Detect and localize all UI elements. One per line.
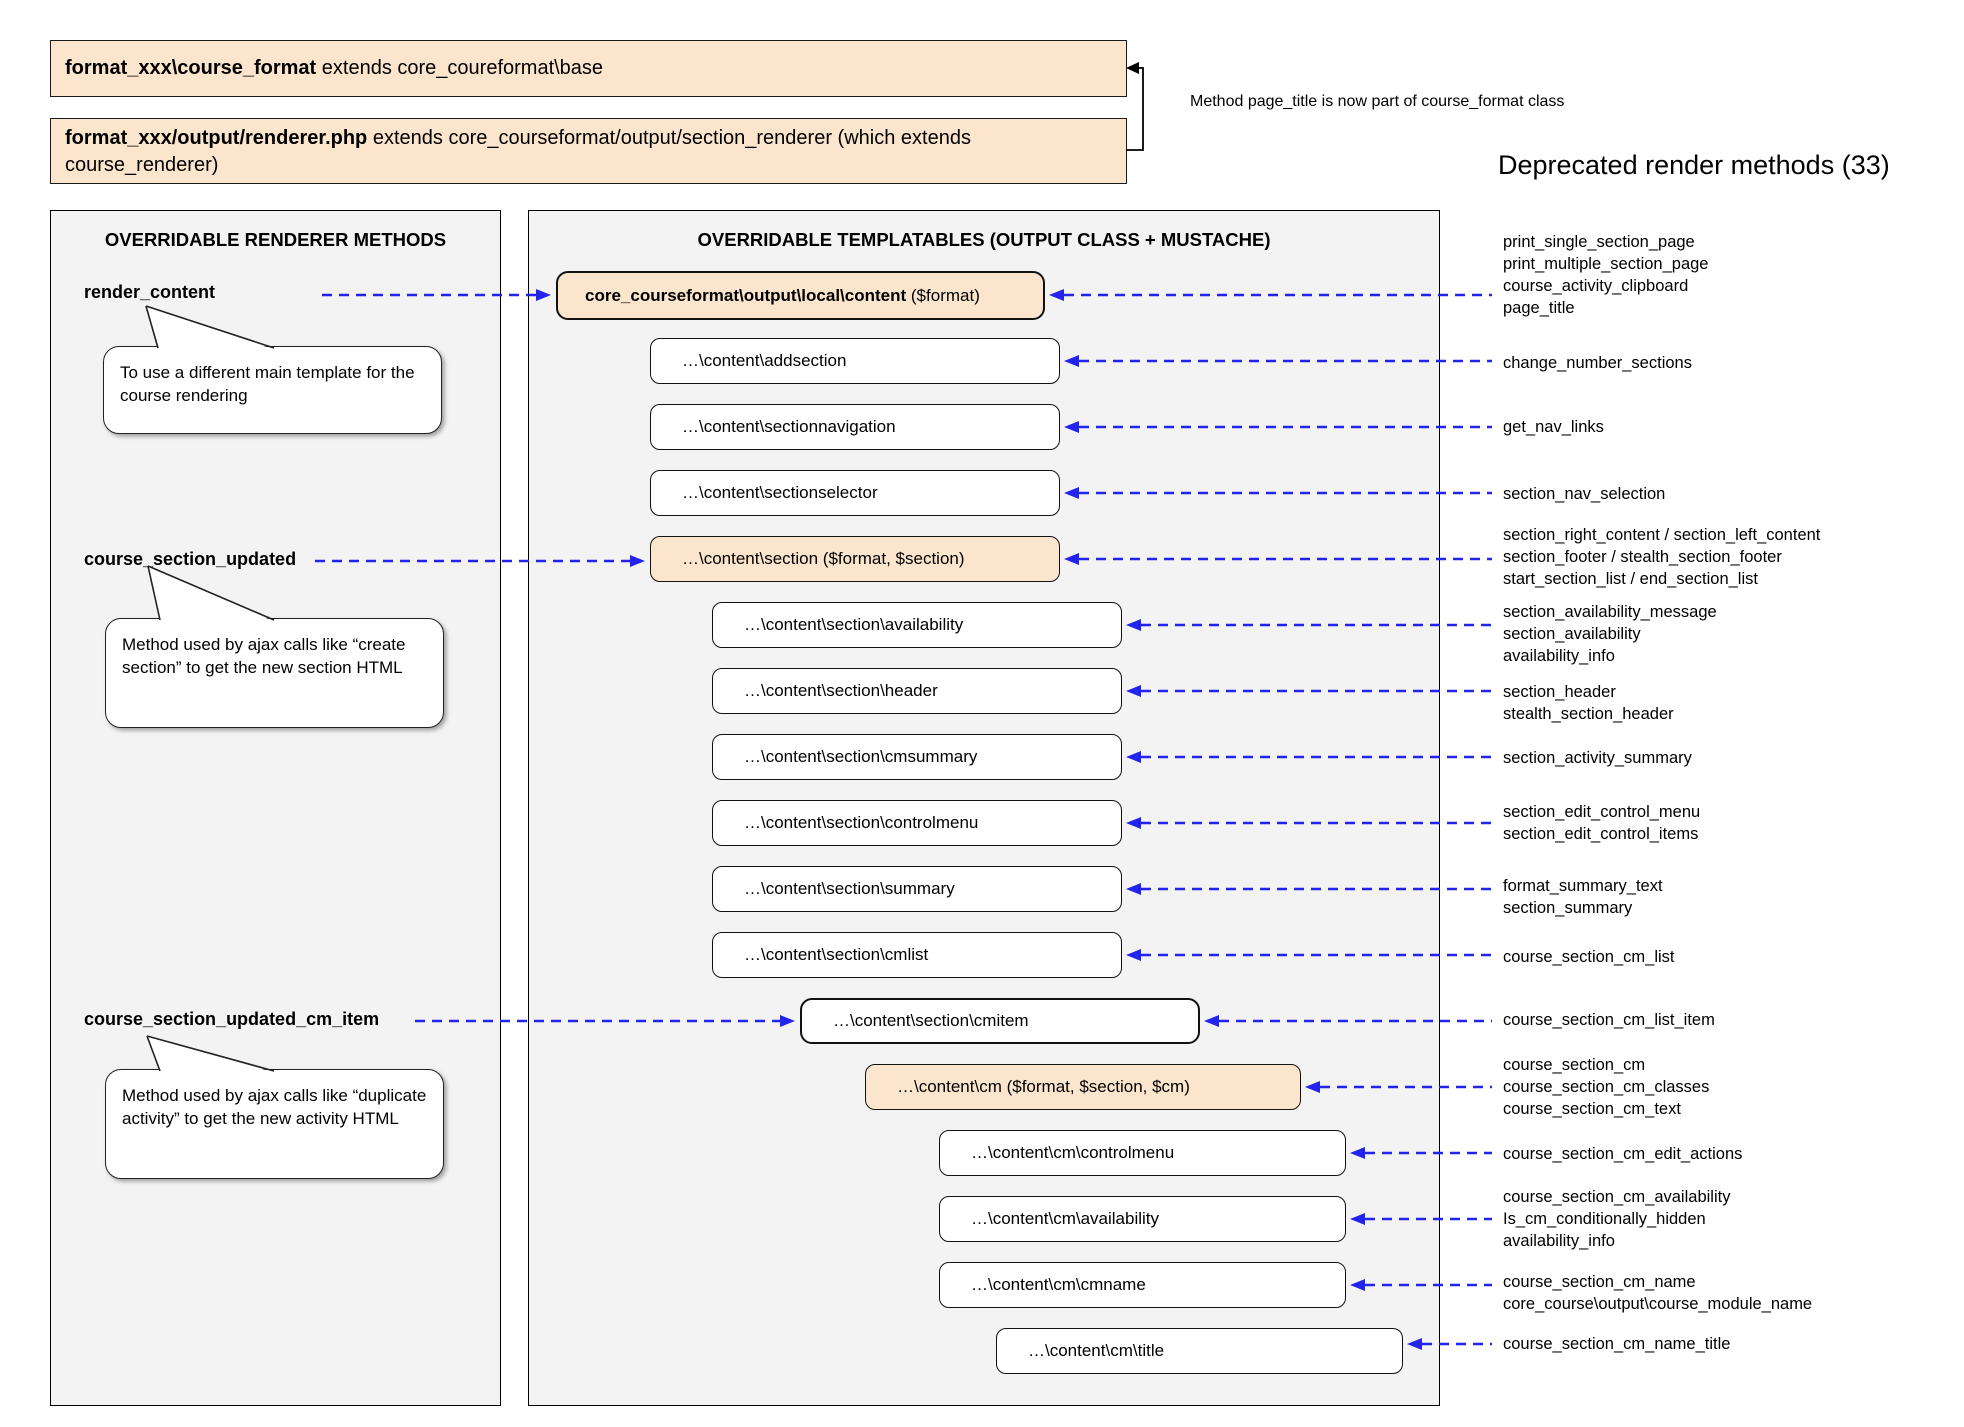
deprecated-group-content: print_single_section_page print_multiple… <box>1503 231 1708 319</box>
deprecated-group-addsection: change_number_sections <box>1503 352 1692 374</box>
deprecated-method: section_header <box>1503 683 1616 701</box>
deprecated-method: format_summary_text <box>1503 877 1663 895</box>
deprecated-group-cm-name: course_section_cm_name core_course\outpu… <box>1503 1271 1812 1315</box>
deprecated-method: start_section_list / end_section_list <box>1503 570 1758 588</box>
templatable-cm: …\content\cm ($format, $section, $cm) <box>865 1064 1301 1110</box>
deprecated-group-cm: course_section_cm course_section_cm_clas… <box>1503 1054 1709 1120</box>
deprecated-group-sectionselector: section_nav_selection <box>1503 483 1665 505</box>
templatable-sectionselector: …\content\sectionselector <box>650 470 1060 516</box>
templatables-panel-title: OVERRIDABLE TEMPLATABLES (OUTPUT CLASS +… <box>697 229 1271 250</box>
deprecated-method: section_right_content / section_left_con… <box>1503 526 1821 544</box>
templatable-content-args: ($format) <box>906 285 980 305</box>
deprecated-method: course_section_cm_edit_actions <box>1503 1145 1743 1163</box>
deprecated-group-cm-availability: course_section_cm_availability Is_cm_con… <box>1503 1186 1730 1252</box>
class-box-renderer: format_xxx/output/renderer.php extends c… <box>50 118 1127 184</box>
class-box-rest-text: extends core_coureformat\base <box>316 57 604 79</box>
templatable-cm-availability: …\content\cm\availability <box>939 1196 1346 1242</box>
deprecated-method: section_edit_control_items <box>1503 825 1699 843</box>
deprecated-method: section_availability_message <box>1503 603 1717 621</box>
deprecated-group-controlmenu: section_edit_control_menu section_edit_c… <box>1503 801 1700 845</box>
class-box-bold-text: format_xxx\course_format <box>65 57 317 79</box>
deprecated-methods-title: Deprecated render methods (33) <box>1498 150 1890 180</box>
templatable-section-cmsummary: …\content\section\cmsummary <box>712 734 1122 780</box>
deprecated-method: course_section_cm <box>1503 1056 1646 1074</box>
deprecated-method: section_footer / stealth_section_footer <box>1503 548 1782 566</box>
deprecated-group-cmitem: course_section_cm_list_item <box>1503 1009 1715 1031</box>
deprecated-method: get_nav_links <box>1503 418 1604 436</box>
class-box-rest-text: extends core_courseformat/output/section… <box>65 127 971 176</box>
deprecated-method: section_availability <box>1503 625 1641 643</box>
deprecated-method: Is_cm_conditionally_hidden <box>1503 1210 1706 1228</box>
templatable-section-summary: …\content\section\summary <box>712 866 1122 912</box>
templatable-section-header: …\content\section\header <box>712 668 1122 714</box>
templatable-section: …\content\section ($format, $section) <box>650 536 1060 582</box>
deprecated-group-cmlist: course_section_cm_list <box>1503 946 1675 968</box>
callout-render-content: To use a different main template for the… <box>103 346 442 434</box>
method-course-section-updated-cm-item: course_section_updated_cm_item <box>84 1009 380 1029</box>
callout-course-section-updated-cm-item: Method used by ajax calls like “duplicat… <box>105 1069 444 1179</box>
deprecated-method: course_section_cm_text <box>1503 1100 1681 1118</box>
templatable-addsection: …\content\addsection <box>650 338 1060 384</box>
deprecated-method: change_number_sections <box>1503 354 1692 372</box>
class-box-course-format: format_xxx\course_format extends core_co… <box>50 40 1127 97</box>
deprecated-method: section_summary <box>1503 899 1633 917</box>
deprecated-group-summary: format_summary_text section_summary <box>1503 875 1663 919</box>
deprecated-method: availability_info <box>1503 647 1615 665</box>
deprecated-method: print_multiple_section_page <box>1503 255 1709 273</box>
deprecated-method: course_section_cm_classes <box>1503 1078 1710 1096</box>
class-box-bold-text: format_xxx/output/renderer.php <box>65 127 368 149</box>
deprecated-method: course_section_cm_name <box>1503 1273 1696 1291</box>
deprecated-group-section-header: section_header stealth_section_header <box>1503 681 1674 725</box>
deprecated-method: course_section_cm_list <box>1503 948 1675 966</box>
method-course-section-updated: course_section_updated <box>84 549 297 569</box>
templatable-sectionnavigation: …\content\sectionnavigation <box>650 404 1060 450</box>
deprecated-group-cm-title: course_section_cm_name_title <box>1503 1333 1730 1355</box>
templatable-section-cmitem: …\content\section\cmitem <box>800 998 1200 1044</box>
templatable-cm-title: …\content\cm\title <box>996 1328 1403 1374</box>
templatable-content-bold: core_courseformat\output\local\content <box>585 285 907 305</box>
callout-course-section-updated: Method used by ajax calls like “create s… <box>105 618 444 728</box>
deprecated-method: core_course\output\course_module_name <box>1503 1295 1813 1313</box>
page-title-note: Method page_title is now part of course_… <box>1190 93 1565 110</box>
deprecated-method: print_single_section_page <box>1503 233 1695 251</box>
bracket-connector <box>1126 62 1144 151</box>
deprecated-method: course_section_cm_availability <box>1503 1188 1731 1206</box>
deprecated-method: course_section_cm_list_item <box>1503 1011 1715 1029</box>
deprecated-group-cm-controlmenu: course_section_cm_edit_actions <box>1503 1143 1742 1165</box>
deprecated-method: course_section_cm_name_title <box>1503 1335 1731 1353</box>
deprecated-method: section_edit_control_menu <box>1503 803 1701 821</box>
method-render-content: render_content <box>84 282 216 302</box>
renderer-methods-panel-title: OVERRIDABLE RENDERER METHODS <box>104 229 447 250</box>
deprecated-method: page_title <box>1503 299 1575 317</box>
templatable-section-availability: …\content\section\availability <box>712 602 1122 648</box>
deprecated-method: course_activity_clipboard <box>1503 277 1689 295</box>
templatable-cm-cmname: …\content\cm\cmname <box>939 1262 1346 1308</box>
deprecated-method: section_activity_summary <box>1503 749 1692 767</box>
templatable-cm-controlmenu: …\content\cm\controlmenu <box>939 1130 1346 1176</box>
templatable-content: core_courseformat\output\local\content (… <box>556 271 1045 320</box>
templatable-section-cmlist: …\content\section\cmlist <box>712 932 1122 978</box>
deprecated-method: stealth_section_header <box>1503 705 1674 723</box>
deprecated-group-section-availability: section_availability_message section_ava… <box>1503 601 1717 667</box>
deprecated-method: availability_info <box>1503 1232 1615 1250</box>
deprecated-group-sectionnavigation: get_nav_links <box>1503 416 1604 438</box>
deprecated-method: section_nav_selection <box>1503 485 1666 503</box>
deprecated-group-section: section_right_content / section_left_con… <box>1503 524 1820 590</box>
templatable-section-controlmenu: …\content\section\controlmenu <box>712 800 1122 846</box>
deprecated-group-cmsummary: section_activity_summary <box>1503 747 1692 769</box>
